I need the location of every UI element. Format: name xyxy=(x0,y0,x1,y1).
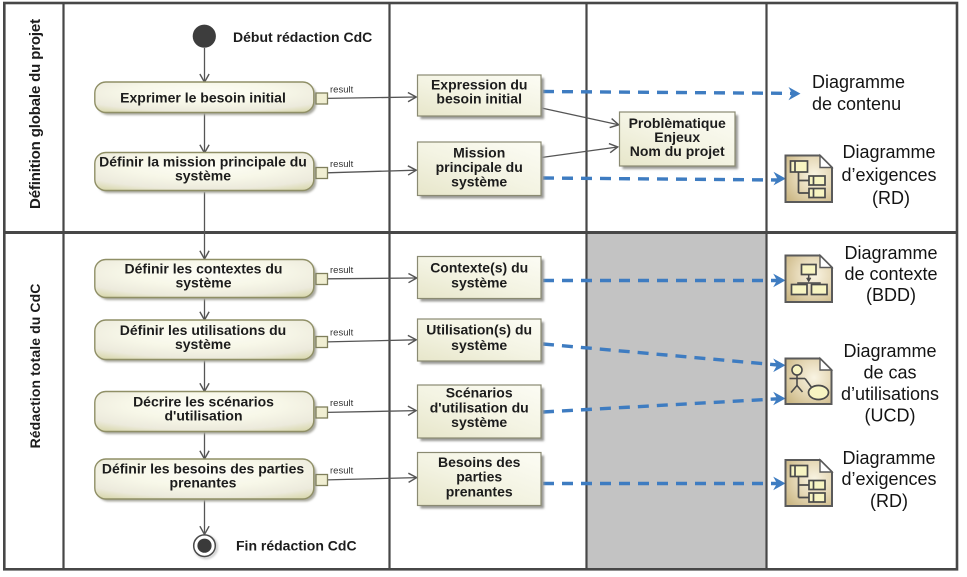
svg-text:result: result xyxy=(330,265,354,276)
svg-text:Définir les contextes du: Définir les contextes du xyxy=(125,261,283,277)
svg-text:système: système xyxy=(451,337,507,353)
svg-text:result: result xyxy=(330,465,354,476)
svg-text:(RD): (RD) xyxy=(872,188,910,208)
svg-text:Enjeux: Enjeux xyxy=(654,129,700,145)
svg-text:Définir la mission principale: Définir la mission principale du xyxy=(99,154,307,170)
svg-text:d’utilisations: d’utilisations xyxy=(841,384,939,404)
svg-text:Définition globale du projet: Définition globale du projet xyxy=(27,19,44,209)
svg-text:result: result xyxy=(330,85,354,96)
svg-text:Problèmatique: Problèmatique xyxy=(629,115,726,131)
svg-text:Diagramme: Diagramme xyxy=(812,72,905,92)
svg-text:système: système xyxy=(175,275,231,291)
svg-text:Diagramme: Diagramme xyxy=(844,243,937,263)
svg-text:Diagramme: Diagramme xyxy=(842,142,935,162)
svg-text:Utilisation(s) du: Utilisation(s) du xyxy=(426,322,532,338)
svg-text:Mission: Mission xyxy=(453,144,505,160)
svg-text:d'utilisation du: d'utilisation du xyxy=(430,399,529,415)
svg-text:prenantes: prenantes xyxy=(170,475,237,491)
svg-text:Expression du: Expression du xyxy=(431,77,527,93)
svg-text:Nom du projet: Nom du projet xyxy=(630,143,725,159)
svg-text:système: système xyxy=(451,274,507,290)
svg-text:Définir les besoins des partie: Définir les besoins des parties xyxy=(102,461,305,477)
svg-text:Diagramme: Diagramme xyxy=(842,448,935,468)
svg-text:(BDD): (BDD) xyxy=(866,285,916,305)
svg-text:Exprimer le besoin initial: Exprimer le besoin initial xyxy=(120,90,286,106)
svg-text:Fin rédaction CdC: Fin rédaction CdC xyxy=(236,538,357,554)
svg-text:système: système xyxy=(175,336,231,352)
svg-text:parties: parties xyxy=(456,469,502,485)
svg-text:(UCD): (UCD) xyxy=(865,406,916,426)
svg-text:de contexte: de contexte xyxy=(844,264,937,284)
svg-text:Contexte(s) du: Contexte(s) du xyxy=(430,260,528,276)
svg-text:système: système xyxy=(175,168,231,184)
svg-text:Définir les utilisations du: Définir les utilisations du xyxy=(120,322,286,338)
svg-text:Besoins des: Besoins des xyxy=(438,454,521,470)
svg-text:result: result xyxy=(330,159,354,170)
svg-text:Début rédaction CdC: Début rédaction CdC xyxy=(233,29,372,45)
svg-text:result: result xyxy=(330,398,354,409)
svg-text:système: système xyxy=(451,173,507,189)
svg-text:d’exigences: d’exigences xyxy=(841,165,936,185)
svg-text:(RD): (RD) xyxy=(870,491,908,511)
svg-text:Diagramme: Diagramme xyxy=(843,341,936,361)
svg-text:Rédaction totale du CdC: Rédaction totale du CdC xyxy=(27,284,43,449)
svg-text:de cas: de cas xyxy=(863,363,916,383)
svg-text:besoin initial: besoin initial xyxy=(436,91,522,107)
svg-text:de contenu: de contenu xyxy=(812,94,901,114)
svg-text:Scénarios: Scénarios xyxy=(446,385,513,401)
svg-text:principale du: principale du xyxy=(436,159,523,175)
svg-text:Décrire les scénarios: Décrire les scénarios xyxy=(133,394,274,410)
svg-text:système: système xyxy=(451,414,507,430)
svg-text:d'utilisation: d'utilisation xyxy=(165,408,243,424)
svg-text:result: result xyxy=(330,328,354,339)
svg-text:d’exigences: d’exigences xyxy=(841,469,936,489)
svg-text:prenantes: prenantes xyxy=(446,484,513,500)
